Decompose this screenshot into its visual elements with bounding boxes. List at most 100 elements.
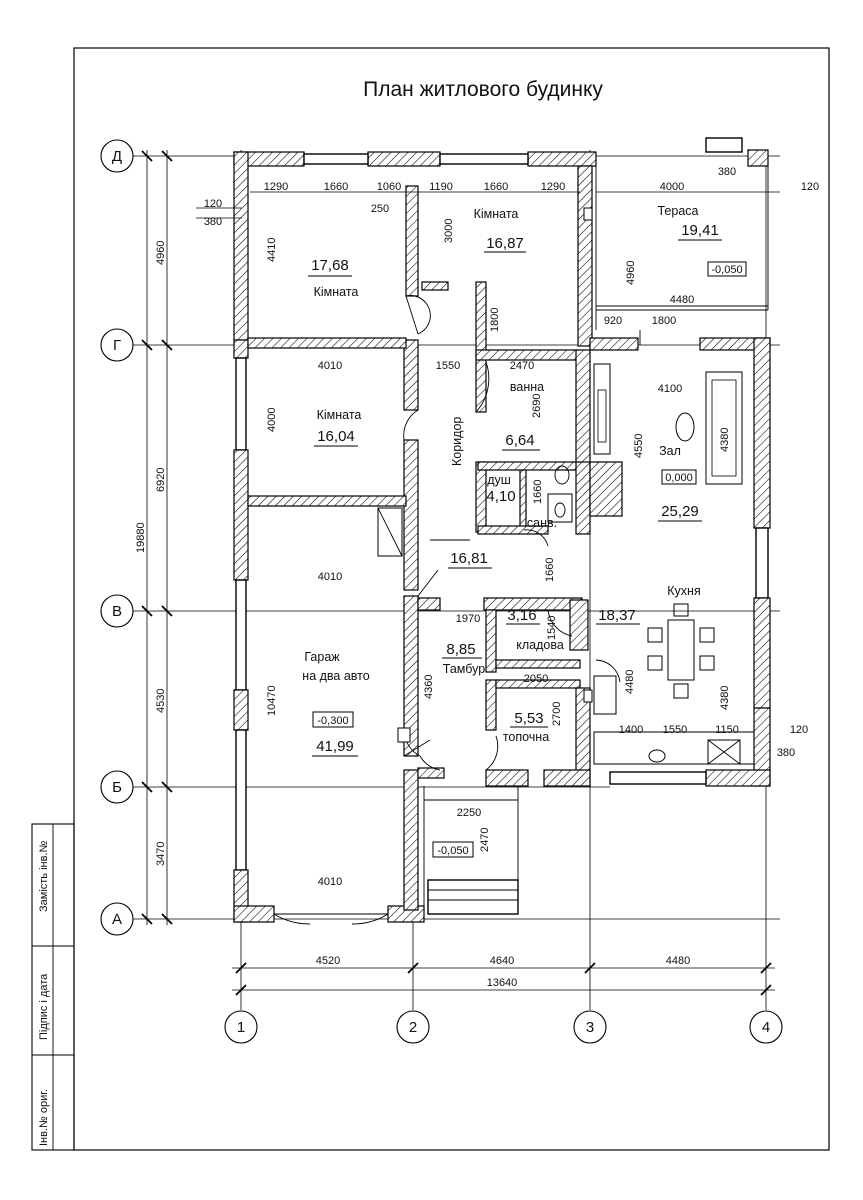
room-boiler-area: 5,53 <box>514 710 543 727</box>
room-hall-level: 0,000 <box>665 472 693 484</box>
dim-2250: 2250 <box>457 807 481 819</box>
room-r1-name: Кімната <box>314 285 359 299</box>
room-r3-name: Кімната <box>317 408 362 422</box>
room-boiler-name: топочна <box>503 730 549 744</box>
dim-bottom-4520: 4520 <box>316 955 340 967</box>
room-bath-area: 6,64 <box>505 432 534 449</box>
room-terrace-level: -0,050 <box>711 264 742 276</box>
dim-top-120: 120 <box>204 198 222 210</box>
room-r2-name: Кімната <box>474 207 519 221</box>
dim-top-1290a: 1290 <box>264 181 288 193</box>
axis-label-1: 1 <box>237 1019 245 1036</box>
dim-top-4000: 4000 <box>660 181 684 193</box>
dim-left-total: 19880 <box>135 522 147 553</box>
axis-label-g: Г <box>113 337 121 354</box>
dim-4410: 4410 <box>266 238 278 262</box>
dim-2050: 2050 <box>524 673 548 685</box>
dim-2470-porch: 2470 <box>479 828 491 852</box>
dim-4550: 4550 <box>633 434 645 458</box>
room-kitchen-name: Кухня <box>667 584 700 598</box>
dim-380-kitchen: 380 <box>777 747 795 759</box>
dim-4480-terrace: 4480 <box>670 294 694 306</box>
dim-4960-terrace: 4960 <box>625 261 637 285</box>
dimension-ticks <box>141 150 772 996</box>
dim-4480-kitchen: 4480 <box>624 670 636 694</box>
axis-label-3: 3 <box>586 1019 594 1036</box>
dim-1660-corr: 1660 <box>544 558 556 582</box>
axis-label-a: А <box>112 911 122 928</box>
room-r3-area: 16,04 <box>317 428 355 445</box>
dim-bottom-4640: 4640 <box>490 955 514 967</box>
room-garage-name-line1: Гараж <box>304 650 340 664</box>
dim-left-4530: 4530 <box>155 689 167 713</box>
dim-top-250: 250 <box>371 203 389 215</box>
dim-bottom-total: 13640 <box>487 977 518 989</box>
room-pantry-area: 3,16 <box>507 607 536 624</box>
room-shower-area: 4,10 <box>486 488 515 505</box>
dim-2470-bath: 2470 <box>510 360 534 372</box>
room-shower-name: душ <box>487 473 511 487</box>
dim-left-4960: 4960 <box>155 241 167 265</box>
axis-label-4: 4 <box>762 1019 770 1036</box>
dim-1550-corr: 1550 <box>436 360 460 372</box>
dim-4010-garage-bottom: 4010 <box>318 876 342 888</box>
dim-4010-r3: 4010 <box>318 360 342 372</box>
dim-top-380b: 380 <box>718 166 736 178</box>
room-garage-area: 41,99 <box>316 738 354 755</box>
dim-2690: 2690 <box>531 394 543 418</box>
dim-1540: 1540 <box>546 616 558 640</box>
dim-920: 920 <box>604 315 622 327</box>
dim-4360: 4360 <box>423 675 435 699</box>
room-wc-name: санв. <box>527 516 557 530</box>
dim-1150: 1150 <box>715 724 739 736</box>
dim-1400: 1400 <box>619 724 643 736</box>
dim-1970: 1970 <box>456 613 480 625</box>
dim-top-1660a: 1660 <box>324 181 348 193</box>
dim-top-380: 380 <box>204 216 222 228</box>
stamp-replaces: Замість інв.№ <box>38 840 50 912</box>
stamp-original: Інв.№ ориг. <box>38 1089 50 1146</box>
axis-col-markers <box>224 1010 783 1044</box>
dimensions-top <box>196 191 780 219</box>
room-corridor-area: 16,81 <box>450 550 488 567</box>
room-tambour-name: Тамбур <box>443 662 485 676</box>
room-garage-name-line2: на два авто <box>302 669 369 683</box>
dim-4380-kitchen: 4380 <box>719 686 731 710</box>
dim-4100-hall: 4100 <box>658 383 682 395</box>
stamp-signature-date: Підпис і дата <box>38 973 50 1040</box>
sheet-frame <box>31 47 830 1151</box>
dim-10470: 10470 <box>266 685 278 716</box>
room-pantry-name: кладова <box>516 638 564 652</box>
dim-top-120b: 120 <box>801 181 819 193</box>
dim-120-kitchen: 120 <box>790 724 808 736</box>
dim-bottom-4480: 4480 <box>666 955 690 967</box>
axis-label-2: 2 <box>409 1019 417 1036</box>
dim-4010-garage-top: 4010 <box>318 571 342 583</box>
axis-label-b: Б <box>112 779 122 796</box>
room-corridor-name: Коридор <box>450 417 464 466</box>
dim-1800-v: 1800 <box>489 308 501 332</box>
dim-1660-shower: 1660 <box>532 480 544 504</box>
porch-level: -0,050 <box>437 845 468 857</box>
room-terrace-name: Тераса <box>658 204 699 218</box>
dim-top-1190: 1190 <box>429 181 453 193</box>
dim-4000-r3: 4000 <box>266 408 278 432</box>
dim-3000: 3000 <box>443 219 455 243</box>
dim-left-6920: 6920 <box>155 468 167 492</box>
room-hall-area: 25,29 <box>661 503 699 520</box>
room-kitchen-area: 18,37 <box>598 607 636 624</box>
room-garage-level: -0,300 <box>317 715 348 727</box>
dim-left-3470: 3470 <box>155 842 167 866</box>
dim-2700: 2700 <box>551 702 563 726</box>
axis-row-markers <box>100 139 134 936</box>
dim-top-1060: 1060 <box>377 181 401 193</box>
room-hall-name: Зал <box>659 444 681 458</box>
room-r2-area: 16,87 <box>486 235 524 252</box>
room-tambour-area: 8,85 <box>446 641 475 658</box>
walls <box>233 137 771 923</box>
fixtures <box>377 207 755 765</box>
axis-label-d: Д <box>112 148 122 165</box>
room-r1-area: 17,68 <box>311 257 349 274</box>
room-bath-name: ванна <box>510 380 544 394</box>
